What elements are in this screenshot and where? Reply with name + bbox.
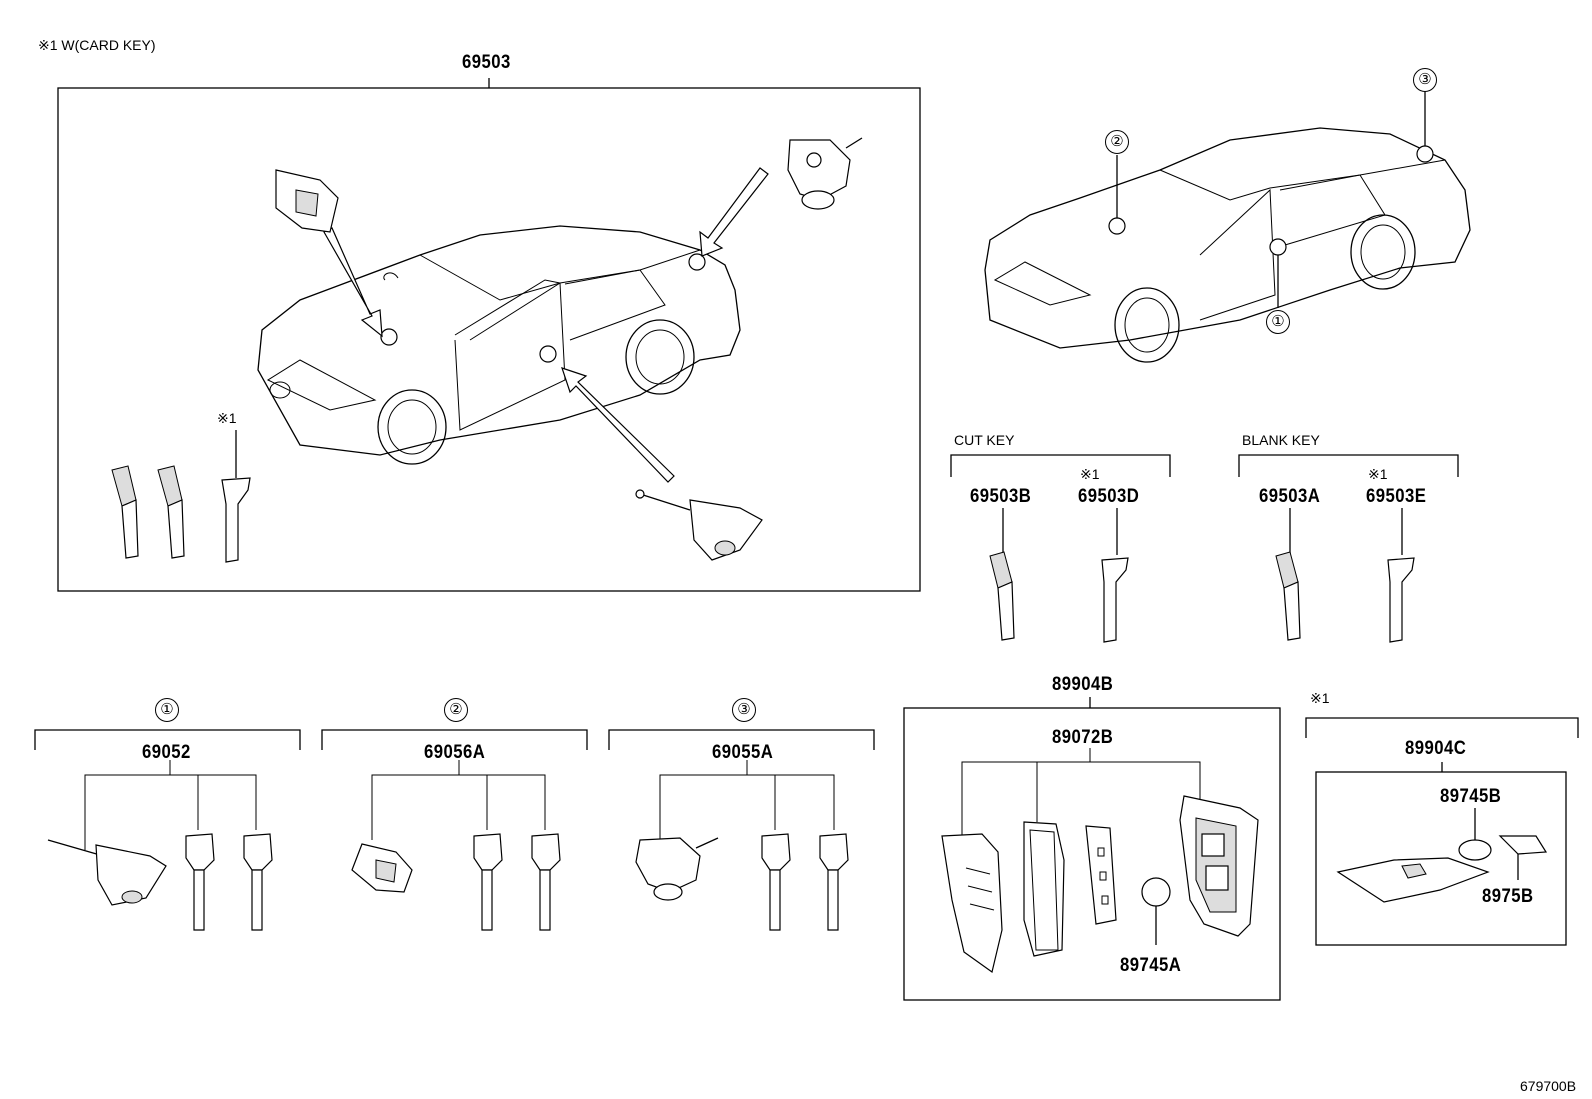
main-keys [111,465,251,563]
hood-lock-part [275,169,339,233]
cut-key-part-69503B[interactable]: 69503B [970,486,1032,507]
lock-set-1-part-number[interactable]: 69052 [142,742,191,763]
lock-set-1-callout: ① [155,698,179,722]
blank-key-part-69503A[interactable]: 69503A [1259,486,1321,507]
reference-car-illustration [984,91,1471,363]
main-group-note-mark: ※1 [217,410,237,426]
main-group-part-number[interactable]: 69503 [462,52,511,73]
smart-key-box [903,697,1281,1001]
lock-set-2 [321,729,588,931]
blank-key-heading: BLANK KEY [1242,432,1320,448]
arrows [323,167,769,483]
door-lock-part [635,489,763,561]
lock-set-2-callout: ② [444,698,468,722]
footer-diagram-code: 679700B [1520,1078,1577,1094]
car-callout-3: ③ [1413,68,1437,92]
cut-key-heading: CUT KEY [954,432,1015,448]
smart-key-part-number[interactable]: 89904B [1052,674,1114,695]
blank-key-note-mark: ※1 [1368,466,1388,482]
lock-set-3-part-number[interactable]: 69055A [712,742,774,763]
cut-key-bracket [950,454,1171,643]
card-key-cover-part-number[interactable]: 8975B [1482,886,1534,907]
smart-key-battery-part-number[interactable]: 89745A [1120,955,1182,976]
blank-key-bracket [1238,454,1459,643]
main-car-illustration [257,225,741,465]
trunk-lock-part [787,137,863,210]
card-key-group [1305,717,1579,946]
car-callout-2: ② [1105,130,1129,154]
cut-key-note-mark: ※1 [1080,466,1100,482]
lock-set-3 [608,729,875,931]
lock-set-1 [34,729,301,931]
smart-key-case-part-number[interactable]: 89072B [1052,727,1114,748]
lock-set-2-part-number[interactable]: 69056A [424,742,486,763]
card-key-note-mark: ※1 [1310,690,1330,706]
card-key-part-number[interactable]: 89904C [1405,738,1467,759]
lock-set-3-callout: ③ [732,698,756,722]
cut-key-part-69503D[interactable]: 69503D [1078,486,1140,507]
car-callout-1: ① [1266,310,1290,334]
card-key-battery-part-number[interactable]: 89745B [1440,786,1502,807]
legend-note: ※1 W(CARD KEY) [38,37,156,53]
blank-key-part-69503E[interactable]: 69503E [1366,486,1427,507]
